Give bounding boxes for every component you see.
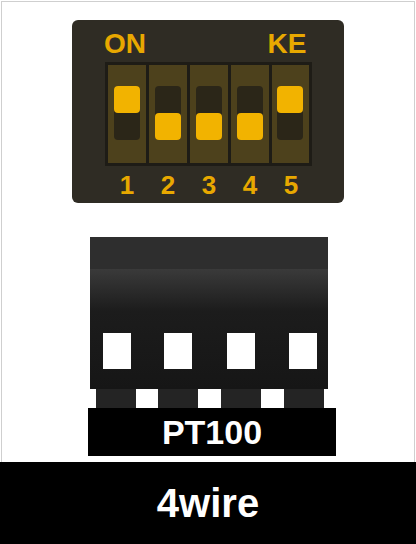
terminal-body [90, 269, 328, 389]
dip-slot [149, 65, 187, 163]
terminal-leg [158, 389, 198, 408]
switch-number: 5 [284, 172, 298, 198]
dip-knob-off [196, 113, 222, 140]
dip-knob [155, 86, 181, 140]
wiring-band: 4wire [0, 462, 416, 544]
terminal-top [90, 237, 328, 269]
dip-knob [277, 86, 303, 140]
dip-knob-off [237, 113, 263, 140]
dip-knob-on [114, 86, 140, 113]
switch-number: 4 [243, 172, 257, 198]
terminal-leg [284, 389, 324, 408]
dip-slot [272, 65, 309, 163]
dip-knob-off [155, 113, 181, 140]
terminal-block [90, 237, 328, 408]
sensor-type-label: PT100 [88, 408, 336, 456]
switch-number: 2 [161, 172, 175, 198]
node-text: PT100 [162, 415, 262, 449]
dip-marking: KE [268, 30, 307, 58]
dip-switches [108, 65, 309, 163]
dip-panel [72, 20, 344, 203]
dip-knob [196, 86, 222, 140]
dip-housing [105, 62, 312, 166]
dip-marking: ON [104, 30, 146, 58]
switch-number: 3 [202, 172, 216, 198]
dip-knob [237, 86, 263, 140]
node-text: 4wire [157, 483, 259, 523]
terminal-leg [221, 389, 261, 408]
terminal-screw-hole [103, 333, 131, 369]
terminal-leg [96, 389, 136, 408]
switch-number: 1 [120, 172, 134, 198]
terminal-screw-hole [227, 333, 255, 369]
dip-slot [190, 65, 228, 163]
dip-slot [108, 65, 146, 163]
dip-knob-on [277, 86, 303, 113]
terminal-screw-hole [289, 333, 317, 369]
terminal-screw-hole [164, 333, 192, 369]
dip-knob [114, 86, 140, 140]
dip-slot [231, 65, 269, 163]
